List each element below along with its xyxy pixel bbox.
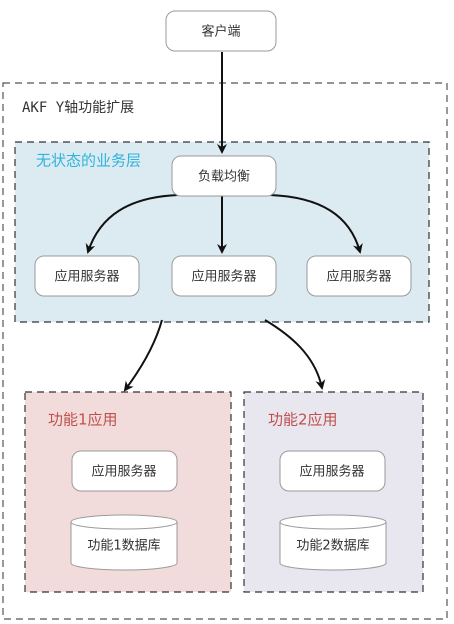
- app-server-node-middle: 应用服务器: [171, 255, 277, 297]
- client-node: 客户端: [165, 10, 277, 52]
- function1-title: 功能1应用: [48, 411, 118, 429]
- app-server-node-right: 应用服务器: [306, 255, 412, 297]
- function2-database-icon: 功能2数据库: [279, 514, 387, 571]
- function2-title: 功能2应用: [268, 411, 338, 429]
- arrow-layer-to-function2: [264, 319, 326, 390]
- arrow-layer-to-function1: [123, 319, 163, 392]
- app-server-node-left: 应用服务器: [34, 255, 140, 297]
- function2-database-label: 功能2数据库: [296, 538, 369, 554]
- function2-app-server-node: 应用服务器: [279, 450, 386, 492]
- arrow-lb-to-server-left: [85, 194, 179, 254]
- outer-container-title: AKF Y轴功能扩展: [22, 100, 134, 116]
- stateless-layer-title: 无状态的业务层: [36, 152, 141, 170]
- function1-database-label: 功能1数据库: [87, 538, 160, 554]
- function1-database-icon: 功能1数据库: [70, 514, 178, 571]
- function1-app-server-label: 应用服务器: [91, 464, 156, 480]
- load-balancer-label: 负载均衡: [198, 170, 250, 185]
- app-server-label: 应用服务器: [326, 269, 391, 285]
- function2-app-server-label: 应用服务器: [299, 464, 364, 480]
- app-server-label: 应用服务器: [191, 269, 256, 285]
- load-balancer-node: 负载均衡: [171, 155, 277, 197]
- function1-app-server-node: 应用服务器: [71, 450, 178, 492]
- outer-container: [2, 82, 448, 620]
- client-label: 客户端: [201, 24, 240, 40]
- arrow-lb-to-server-right: [269, 194, 363, 254]
- app-server-label: 应用服务器: [54, 269, 119, 285]
